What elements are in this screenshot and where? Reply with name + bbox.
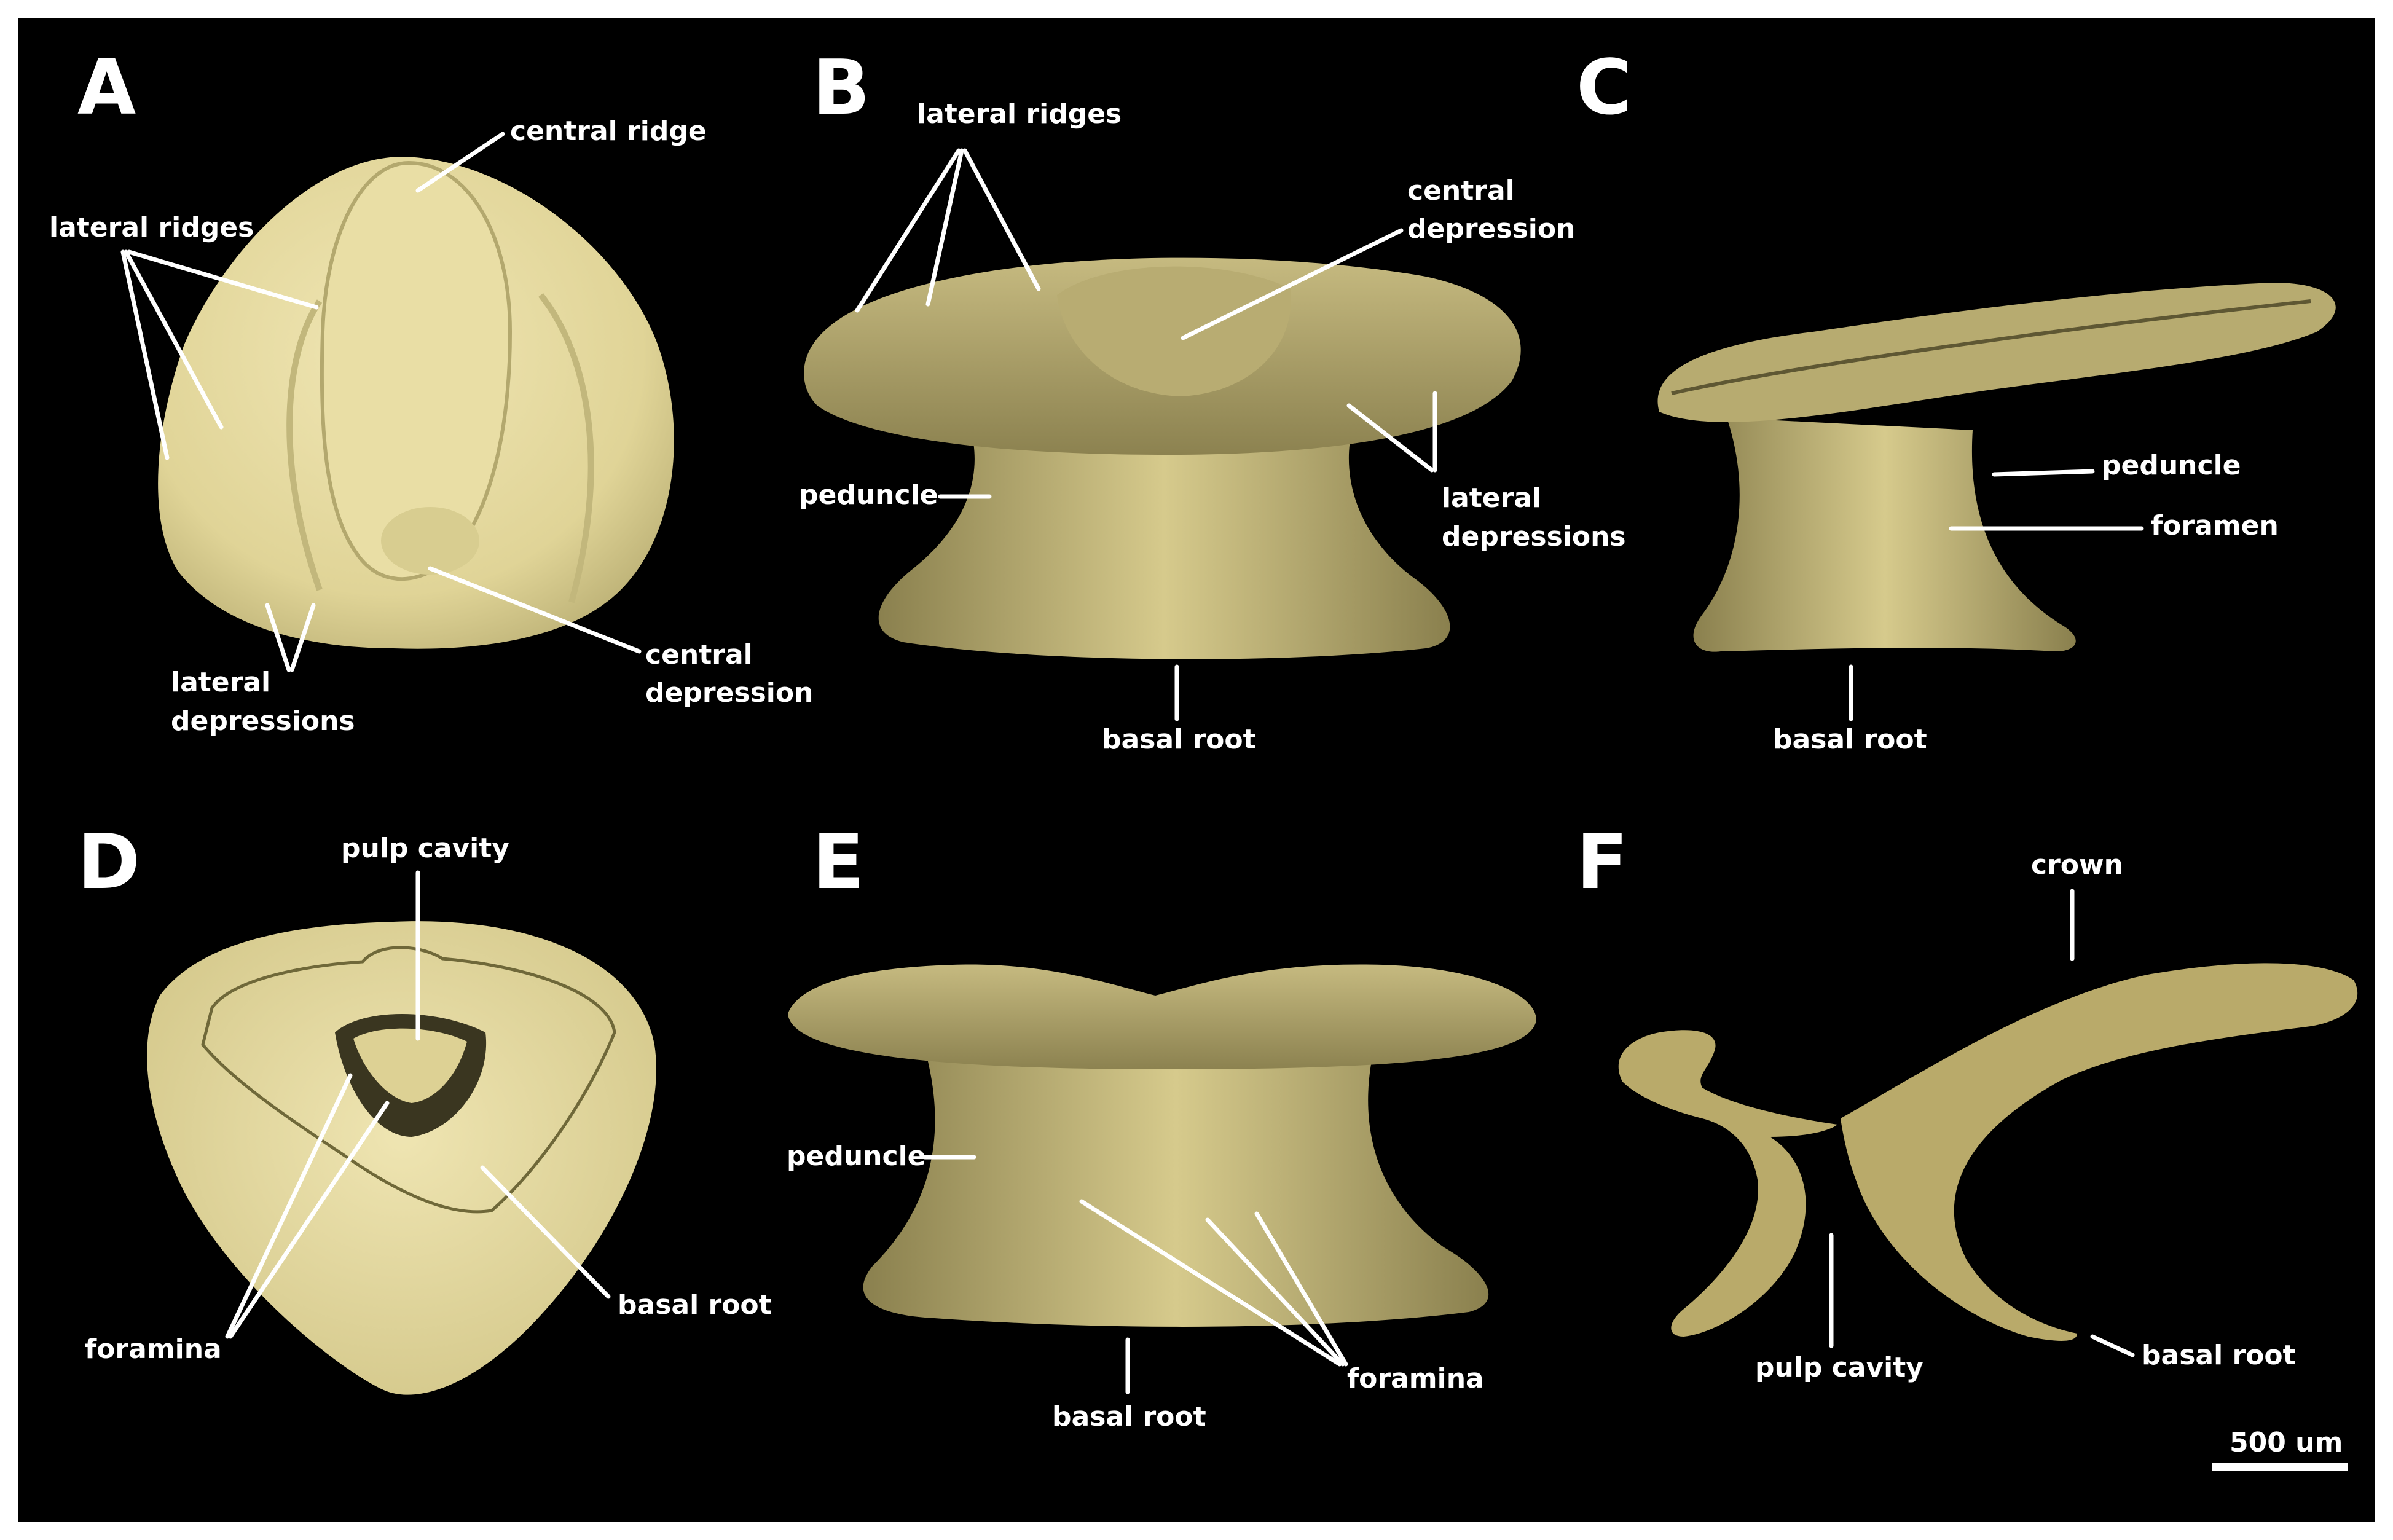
panel-c-label-basal-root: basal root [1773,724,1927,755]
panel-a-label-central-depression-line1: central [645,639,753,670]
panel-b-label-basal-root: basal root [1102,724,1256,755]
panel-c-letter: C [1576,44,1632,132]
panel-e-leader-foramina-2 [1205,1217,1345,1367]
panel-c-label-foramen: foramen [2151,510,2279,541]
panel-e-stem [863,1039,1489,1327]
panel-b-label-central-depression-line1: central [1407,175,1515,206]
panel-b-label-lateral-depressions-line1: lateral [1442,482,1541,514]
panel-b-leader-lateral-ridges-3 [962,148,1041,291]
panel-c-label-peduncle: peduncle [2102,450,2241,481]
panel-e-label-foramina: foramina [1347,1363,1484,1394]
panel-c-stem [1693,418,2076,652]
scale-bar-label: 500 um [2230,1427,2343,1458]
panel-b-leader-central-depression [1181,228,1404,340]
panel-a-leader-central-depression [428,566,642,654]
panel-a-leader-lateral-depressions-2 [289,603,316,672]
panel-a-letter: A [77,44,136,132]
panel-c: C peduncle foramen basal root [1576,44,2336,755]
panel-a-leader-central-ridge [415,132,505,193]
panel-c-leader-peduncle [1992,469,2095,477]
panel-b-leader-lateral-ridges-1 [855,148,961,313]
panel-d-specimen [147,921,656,1395]
panel-a-lateral-ridge-left [286,299,323,591]
panel-d-label-pulp-cavity: pulp cavity [341,833,509,864]
panel-a-label-lateral-depressions-line2: depressions [171,705,355,737]
panel-f-label-pulp-cavity: pulp cavity [1755,1352,1923,1383]
panel-b-label-lateral-ridges: lateral ridges [917,98,1122,130]
panel-b-label-peduncle: peduncle [799,479,938,511]
panel-f-label-basal-root: basal root [2142,1340,2296,1371]
panel-a-leader-lateral-ridges-2 [124,249,224,430]
panel-e-leader-foramina-1 [1079,1199,1342,1367]
panel-e-label-peduncle: peduncle [787,1141,926,1172]
panel-a-leader-lateral-ridges-1 [120,249,170,460]
panel-b: B lateral ridges central depression pedu… [799,44,1626,755]
panel-e-label-basal-root: basal root [1052,1401,1206,1432]
panel-a-label-lateral-ridges: lateral ridges [49,212,254,243]
panel-d-pulp-cavity-hole [353,1028,467,1103]
panel-a: A central ridge lateral ridges lateral d… [49,44,813,737]
panel-a-central-ridge-shape [320,160,513,581]
panel-b-stem [878,430,1450,659]
panel-a-lateral-ridge-right [538,293,594,603]
panel-a-label-lateral-depressions-line1: lateral [171,667,270,698]
panel-d-label-basal-root: basal root [618,1289,772,1321]
panel-d: D pulp cavity foramina basal root [77,819,772,1395]
panel-a-leader-lateral-depressions-1 [265,603,291,672]
panel-d-leader-foramina-1 [225,1073,353,1339]
panel-d-basal-outline [201,946,616,1214]
panel-f: F crown pulp cavity basal root 500 um [1576,819,2358,1471]
panel-d-leader-basal-root [480,1165,611,1299]
panel-b-label-lateral-depressions-line2: depressions [1442,521,1626,552]
panel-d-letter: D [77,819,140,906]
panel-b-letter: B [812,44,870,132]
panel-a-leader-lateral-ridges-3 [127,249,319,310]
panel-c-crown-edge [1671,299,2311,395]
panel-e-crown [788,964,1536,1069]
panel-b-central-depression-shape [1057,266,1291,396]
panel-a-label-central-ridge: central ridge [510,116,707,147]
panel-e: E peduncle foramina basal root [787,819,1536,1432]
panel-b-leader-lateral-depressions-1 [1346,403,1434,473]
panel-a-central-depression-shape [381,507,479,575]
panel-f-section-left [1618,1030,1837,1337]
panel-d-label-foramina: foramina [85,1334,222,1365]
panel-f-leader-basal-root [2090,1334,2135,1357]
panel-f-section-right [1841,963,2358,1341]
panel-e-leader-foramina-3 [1254,1211,1348,1367]
panel-f-letter: F [1576,819,1628,906]
scale-bar [2212,1463,2348,1471]
panel-e-letter: E [812,819,864,906]
panel-d-leader-foramina-2 [228,1101,390,1339]
panel-f-label-crown: crown [2031,849,2123,881]
panel-b-leader-lateral-ridges-2 [925,148,964,307]
panel-b-label-central-depression-line2: depression [1407,213,1575,245]
panel-a-label-central-depression-line2: depression [645,677,813,709]
